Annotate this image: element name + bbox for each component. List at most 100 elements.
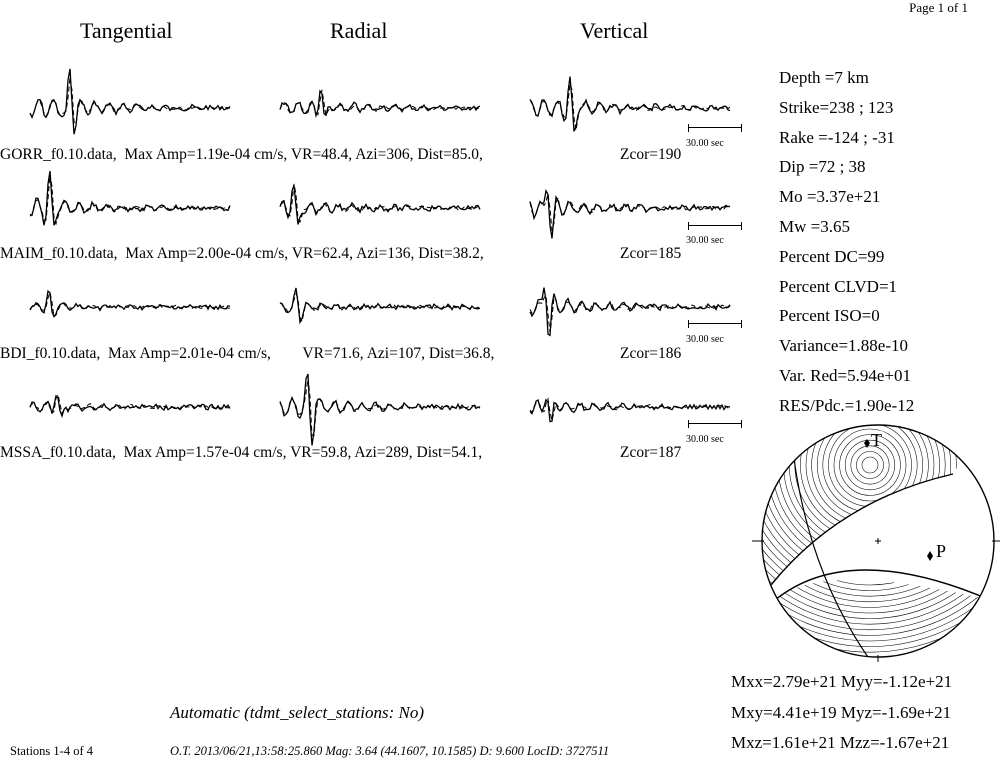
param-mo: Mo =3.37e+21 (779, 187, 881, 207)
station-vr: VR=71.6, (302, 345, 364, 362)
hatch-arc (762, 425, 994, 636)
hatch-arc (762, 425, 994, 631)
waveform-panel (29, 68, 731, 446)
hatch-arc (762, 425, 994, 625)
origin-info: O.T. 2013/06/21,13:58:25.860 Mag: 3.64 (… (170, 744, 610, 758)
moment-tensor-row-2: Mxy=4.41e+19 Myz=-1.69e+21 (731, 703, 952, 722)
column-header-tangential: Tangential (80, 18, 173, 43)
observed-waveform (529, 188, 731, 239)
station-max-amp: Max Amp=1.19e-04 cm/s, (124, 146, 288, 163)
station-azi: Azi=289, (354, 444, 413, 461)
param-strike: Strike=238 ; 123 (779, 97, 894, 117)
station-vr: VR=59.8, (290, 444, 352, 461)
synthetic-waveform (529, 193, 731, 231)
hatch-arc (844, 439, 896, 491)
synthetic-waveform (29, 174, 231, 226)
hatch-arc (762, 425, 994, 597)
hatch-arc (861, 456, 879, 474)
hatch-arc (856, 451, 884, 479)
station-max-amp: Max Amp=1.57e-04 cm/s, (123, 444, 287, 461)
column-header-vertical: Vertical (580, 18, 649, 43)
time-scale-bar (688, 320, 742, 328)
hatch-arc (762, 425, 994, 647)
page-number: Page 1 of 1 (909, 0, 968, 15)
station-info-line: MSSA_f0.10.data, Max Amp=1.57e-04 cm/s, … (0, 444, 482, 462)
synthetic-waveform (529, 294, 731, 333)
automatic-note: Automatic (tdmt_select_stations: No) (170, 703, 425, 722)
hatch-arc (850, 445, 890, 485)
param-rake: Rake =-124 ; -31 (779, 127, 895, 147)
observed-waveform (279, 373, 481, 446)
param-depth: Depth =7 km (779, 68, 869, 87)
synthetic-waveform (279, 292, 481, 324)
param-percent-clvd: Percent CLVD=1 (779, 276, 898, 296)
synthetic-waveform (529, 83, 731, 131)
hatch-arc (839, 434, 901, 496)
p-axis-label: P (936, 541, 946, 561)
hatch-arc (833, 428, 907, 502)
hatch-arc (762, 425, 994, 642)
observed-waveform (529, 287, 731, 337)
hatch-arc (762, 425, 994, 608)
param-var-red: Var. Red=5.94e+01 (779, 365, 912, 385)
param-percent-dc: Percent DC=99 (779, 246, 885, 266)
observed-waveform (529, 398, 731, 423)
station-zcor: Zcor=185 (620, 245, 682, 262)
synthetic-waveform (29, 76, 231, 126)
station-file: MSSA_f0.10.data, (0, 444, 116, 461)
synthetic-waveform (29, 290, 231, 318)
station-file: GORR_f0.10.data, (0, 146, 117, 163)
observed-waveform (29, 170, 231, 226)
station-info-line: MAIM_f0.10.data, Max Amp=2.00e-04 cm/s, … (0, 245, 484, 263)
time-scale-label: 30.00 sec (686, 334, 724, 345)
time-scale-label: 30.00 sec (686, 434, 724, 445)
param-dip: Dip =72 ; 38 (779, 157, 866, 177)
time-scale-label: 30.00 sec (686, 138, 724, 149)
hatch-arc (762, 425, 994, 603)
column-header-radial: Radial (330, 18, 388, 43)
observed-waveform (279, 89, 481, 119)
station-file: BDI_f0.10.data, (0, 345, 101, 362)
station-azi: Azi=306, (355, 146, 414, 163)
station-vr: VR=48.4, (290, 146, 353, 163)
station-vr: VR=62.4, (291, 245, 354, 262)
station-dist: Dist=85.0, (417, 146, 483, 163)
time-scale-bar (688, 420, 742, 428)
synthetic-waveform (279, 89, 481, 118)
param-percent-iso: Percent ISO=0 (779, 306, 880, 326)
station-file: MAIM_f0.10.data, (0, 245, 118, 262)
station-max-amp: Max Amp=2.00e-04 cm/s, (125, 245, 289, 262)
hatch-arc (762, 425, 994, 653)
source-parameters: Depth =7 km Strike=238 ; 123 Rake =-124 … (779, 63, 914, 421)
observed-waveform (529, 76, 731, 132)
station-max-amp: Max Amp=2.01e-04 cm/s, (108, 345, 271, 362)
observed-waveform (29, 289, 231, 318)
hatch-arc (762, 425, 994, 591)
hatch-arc (762, 425, 994, 619)
stations-count: Stations 1-4 of 4 (10, 744, 93, 758)
station-dist: Dist=54.1, (416, 444, 483, 461)
time-scale-bar (688, 124, 742, 132)
synthetic-waveform (279, 183, 481, 224)
station-zcor: Zcor=187 (620, 444, 682, 461)
t-axis-marker (864, 439, 870, 448)
param-res-pdc: RES/Pdc.=1.90e-12 (779, 395, 915, 415)
station-azi: Azi=107, (366, 345, 425, 362)
observed-waveform (279, 287, 481, 325)
nodal-plane-2 (774, 569, 991, 601)
station-zcor: Zcor=186 (620, 345, 682, 362)
hatch-arc (762, 425, 994, 614)
moment-tensor-row-3: Mxz=1.61e+21 Mzz=-1.67e+21 (731, 733, 950, 752)
station-azi: Azi=136, (356, 245, 415, 262)
synthetic-waveform (29, 393, 231, 415)
moment-tensor-row-1: Mxx=2.79e+21 Myy=-1.12e+21 (731, 672, 953, 691)
station-dist: Dist=38.2, (418, 245, 484, 262)
param-variance: Variance=1.88e-10 (779, 336, 909, 356)
station-dist: Dist=36.8, (428, 345, 495, 362)
nodal-plane-1 (770, 473, 954, 586)
station-info-line: GORR_f0.10.data, Max Amp=1.19e-04 cm/s, … (0, 146, 483, 164)
focal-mechanism-beachball: T P (752, 424, 1000, 662)
synthetic-waveform (529, 396, 731, 421)
t-axis-label: T (871, 430, 882, 450)
station-zcor: Zcor=190 (620, 146, 682, 163)
